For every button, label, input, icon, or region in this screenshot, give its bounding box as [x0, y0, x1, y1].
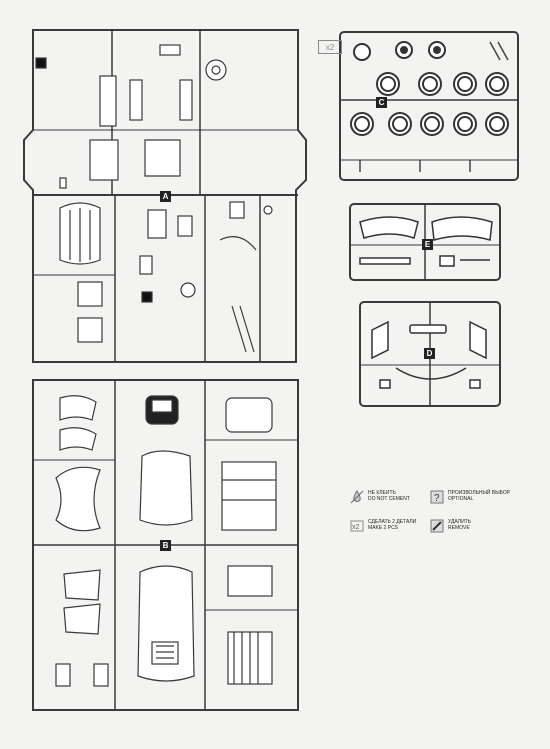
- sprue-c-multiplier: x2: [318, 40, 342, 54]
- question-icon: ?: [430, 490, 444, 504]
- legend-make-two-en: MAKE 2 PCS: [368, 525, 399, 531]
- x2-icon: x2: [350, 520, 364, 532]
- legend-optional-ru: ПРОИЗВОЛЬНЫЙ ВЫБОР: [448, 490, 511, 496]
- sprue-c-frame: [339, 31, 519, 181]
- legend-remove-en: REMOVE: [448, 525, 470, 531]
- sprue-b-label: B: [160, 540, 171, 551]
- sprue-a-parts: [35, 44, 273, 353]
- legend-make-two: x2 СДЕЛАТЬ 2 ДЕТАЛИ MAKE 2 PCS: [350, 519, 416, 533]
- legend-no-cement: НЕ КЛЕИТЬ DO NOT CEMENT: [350, 490, 410, 504]
- legend-no-cement-en: DO NOT CEMENT: [368, 496, 410, 502]
- sprue-d-label: D: [424, 348, 435, 359]
- sprue-a-label: A: [160, 191, 171, 202]
- svg-text:x2: x2: [352, 524, 360, 531]
- legend-remove: УДАЛИТЬ REMOVE: [430, 519, 471, 533]
- cut-icon: [430, 519, 444, 533]
- legend-optional: ? ПРОИЗВОЛЬНЫЙ ВЫБОР OPTIONAL: [430, 490, 510, 504]
- glue-drop-icon: [350, 490, 364, 504]
- legend-make-two-ru: СДЕЛАТЬ 2 ДЕТАЛИ: [368, 519, 417, 525]
- sprue-b-frame: [32, 379, 299, 711]
- wheel-parts: [350, 41, 509, 136]
- sprue-b-parts: [55, 395, 277, 687]
- legend-optional-en: OPTIONAL: [448, 496, 474, 502]
- legend-remove-ru: УДАЛИТЬ: [448, 519, 471, 525]
- sprue-e-label: E: [422, 239, 433, 250]
- sprue-c-label: C: [376, 97, 387, 108]
- legend-no-cement-ru: НЕ КЛЕИТЬ: [368, 490, 396, 496]
- svg-text:?: ?: [434, 493, 440, 504]
